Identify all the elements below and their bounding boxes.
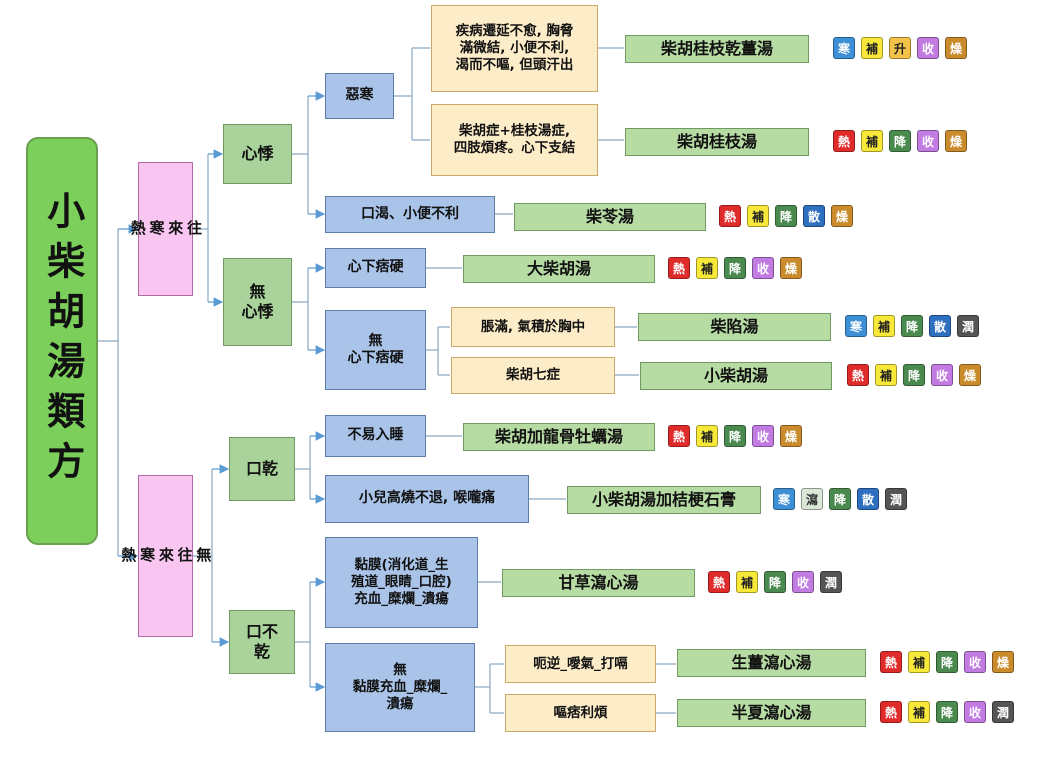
node-insomnia: 不易入睡 xyxy=(325,415,426,457)
property-tag: 熱 xyxy=(847,364,869,386)
node-no-epigastric-hardness: 無 心下痞硬 xyxy=(325,310,426,390)
property-tag: 收 xyxy=(917,130,939,152)
property-tag: 降 xyxy=(829,488,851,510)
node-palpitation: 心悸 xyxy=(223,124,292,184)
property-tag: 降 xyxy=(903,364,925,386)
property-tag: 收 xyxy=(752,425,774,447)
property-tag: 補 xyxy=(875,364,897,386)
node-prolonged-illness: 疾病遷延不愈, 胸脅 滿微結, 小便不利, 渴而不嘔, 但頭汗出 xyxy=(431,5,598,92)
property-tag: 補 xyxy=(861,37,883,59)
property-tag: 寒 xyxy=(773,488,795,510)
formula-4: 柴陷湯 xyxy=(638,313,831,341)
formula-9: 生薑瀉心湯 xyxy=(677,649,866,677)
property-tag: 收 xyxy=(792,571,814,593)
property-tag: 補 xyxy=(908,701,930,723)
property-tag: 潤 xyxy=(957,315,979,337)
formula-1: 柴胡桂枝湯 xyxy=(625,128,809,156)
node-hiccup: 呃逆_噯氣_打嗝 xyxy=(505,645,656,683)
property-tag: 燥 xyxy=(992,651,1014,673)
formula-6: 柴胡加龍骨牡蠣湯 xyxy=(463,423,655,451)
node-aversion-cold: 惡寒 xyxy=(325,73,394,119)
property-tag: 散 xyxy=(857,488,879,510)
property-tag: 散 xyxy=(803,205,825,227)
node-thirst-urination: 口渴、小便不利 xyxy=(325,196,495,233)
property-tag: 降 xyxy=(889,130,911,152)
group-no-alternating-chills-fever: 無 往 來 寒 熱 xyxy=(119,475,212,637)
formula-5: 小柴胡湯 xyxy=(640,362,832,390)
node-epigastric-hardness: 心下痞硬 xyxy=(325,248,426,288)
property-tag: 降 xyxy=(936,701,958,723)
property-tag: 收 xyxy=(752,257,774,279)
node-fullness-chest: 脹滿, 氣積於胸中 xyxy=(451,307,615,347)
property-tag: 散 xyxy=(929,315,951,337)
property-tag: 補 xyxy=(908,651,930,673)
node-chaihu-guizhi-syndrome: 柴胡症+桂枝湯症, 四肢煩疼。心下支結 xyxy=(431,104,598,176)
property-tag: 寒 xyxy=(845,315,867,337)
node-dry-mouth: 口乾 xyxy=(229,437,295,501)
property-tag: 燥 xyxy=(831,205,853,227)
property-tag: 補 xyxy=(696,257,718,279)
property-tag: 補 xyxy=(696,425,718,447)
property-tag: 降 xyxy=(764,571,786,593)
node-vomit-distension: 嘔痞利煩 xyxy=(505,694,656,732)
node-seven-symptoms: 柴胡七症 xyxy=(451,357,615,394)
property-tag: 燥 xyxy=(959,364,981,386)
property-tag: 補 xyxy=(736,571,758,593)
property-tag: 熱 xyxy=(668,425,690,447)
formula-8: 甘草瀉心湯 xyxy=(502,569,695,597)
node-mucosa-inflammation: 黏膜(消化道_生 殖道_眼睛_口腔) 充血_糜爛_潰瘍 xyxy=(325,537,478,628)
property-tag: 熱 xyxy=(880,651,902,673)
property-tag: 收 xyxy=(964,651,986,673)
property-tag: 降 xyxy=(936,651,958,673)
property-tag: 收 xyxy=(964,701,986,723)
property-tag: 瀉 xyxy=(801,488,823,510)
root-title: 小柴胡湯類方 xyxy=(26,137,98,545)
node-no-dry-mouth: 口不 乾 xyxy=(229,610,295,674)
property-tag: 熱 xyxy=(668,257,690,279)
property-tag: 熱 xyxy=(719,205,741,227)
property-tag: 降 xyxy=(901,315,923,337)
property-tag: 潤 xyxy=(820,571,842,593)
property-tag: 寒 xyxy=(833,37,855,59)
formula-3: 大柴胡湯 xyxy=(463,255,655,283)
property-tag: 燥 xyxy=(780,425,802,447)
property-tag: 補 xyxy=(873,315,895,337)
property-tag: 收 xyxy=(917,37,939,59)
property-tag: 升 xyxy=(889,37,911,59)
formula-2: 柴苓湯 xyxy=(514,203,706,231)
group-alternating-chills-fever: 往 來 寒 熱 xyxy=(129,162,203,296)
property-tag: 熱 xyxy=(833,130,855,152)
node-child-fever: 小兒高燒不退, 喉嚨痛 xyxy=(325,475,529,523)
property-tag: 熱 xyxy=(880,701,902,723)
property-tag: 潤 xyxy=(992,701,1014,723)
formula-10: 半夏瀉心湯 xyxy=(677,699,866,727)
formula-0: 柴胡桂枝乾薑湯 xyxy=(625,35,809,63)
property-tag: 降 xyxy=(724,257,746,279)
property-tag: 燥 xyxy=(780,257,802,279)
property-tag: 收 xyxy=(931,364,953,386)
node-no-palpitation: 無 心悸 xyxy=(223,258,292,346)
formula-7: 小柴胡湯加桔梗石膏 xyxy=(567,486,761,514)
property-tag: 補 xyxy=(747,205,769,227)
property-tag: 降 xyxy=(724,425,746,447)
property-tag: 補 xyxy=(861,130,883,152)
property-tag: 熱 xyxy=(708,571,730,593)
property-tag: 降 xyxy=(775,205,797,227)
property-tag: 燥 xyxy=(945,37,967,59)
property-tag: 潤 xyxy=(885,488,907,510)
node-no-mucosa-inflammation: 無 黏膜充血_糜爛_ 潰瘍 xyxy=(325,643,475,732)
property-tag: 燥 xyxy=(945,130,967,152)
